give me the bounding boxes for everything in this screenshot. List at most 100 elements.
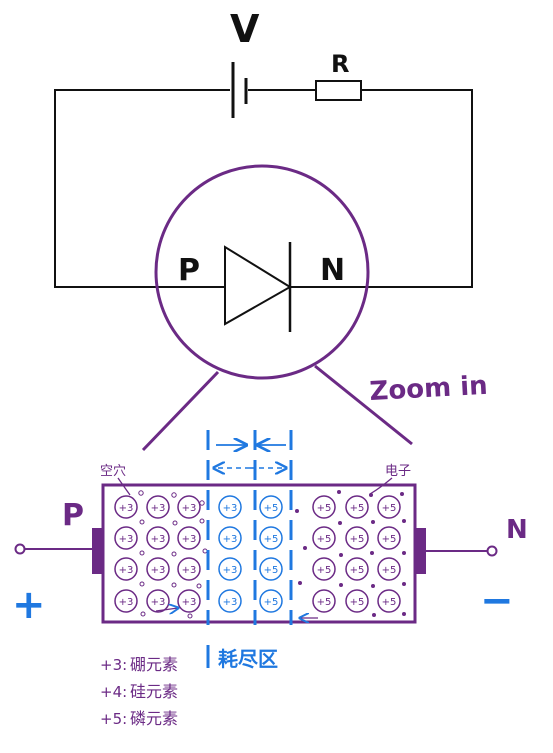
legend-code: +5: — [100, 710, 127, 728]
depletion-n-ion-label: +5 — [264, 534, 279, 545]
plus-sign: + — [12, 582, 46, 628]
p-ion-circle — [146, 589, 170, 613]
depletion-n-ion-label: +5 — [264, 597, 279, 608]
p-ion-label: +3 — [182, 503, 197, 514]
depletion-p-ion-circle — [218, 495, 242, 519]
circuit: V R P N Zoom in — [54, 7, 488, 452]
carrier-dots — [138, 490, 406, 619]
electron-dot — [339, 553, 343, 557]
hole-label: 空穴 — [100, 464, 126, 479]
depletion-n-ion-circle — [259, 526, 283, 550]
n-ion: +5 — [377, 495, 401, 519]
electron-dot — [295, 509, 299, 513]
legend-code: +4: — [100, 683, 127, 701]
electron-dot — [371, 584, 375, 588]
p-ion: +3 — [146, 589, 170, 613]
n-ion: +5 — [377, 526, 401, 550]
hole-dot — [139, 550, 145, 556]
n-ion: +5 — [312, 526, 336, 550]
circuit-wire-right — [360, 89, 473, 288]
n-ion-label: +5 — [317, 565, 332, 576]
depletion-p-ion: +3 — [218, 589, 242, 613]
depletion-n-ion-label: +5 — [264, 565, 279, 576]
p-ion-circle — [177, 526, 201, 550]
depletion-n-ion-circle — [259, 495, 283, 519]
n-ion-label: +5 — [350, 597, 365, 608]
n-ion-circle — [377, 589, 401, 613]
hole-dot — [196, 583, 202, 589]
n-lead-end — [486, 545, 498, 557]
n-ion: +5 — [345, 557, 369, 581]
p-ion: +3 — [114, 526, 138, 550]
depletion-p-ion-label: +3 — [223, 597, 238, 608]
n-ion-label: +5 — [382, 503, 397, 514]
hole-dot — [202, 548, 208, 554]
p-ion-circle — [146, 495, 170, 519]
n-ion-label: +5 — [382, 565, 397, 576]
source-label: V — [230, 7, 260, 51]
legend-element-name: 硼元素 — [130, 655, 178, 674]
p-ion: +3 — [114, 557, 138, 581]
zoom-circle — [154, 164, 370, 380]
depletion-p-ion: +3 — [218, 557, 242, 581]
hole-dot — [138, 490, 144, 496]
n-terminal-plate — [416, 528, 426, 574]
zoom-line-left — [141, 370, 220, 452]
n-ion-label: +5 — [382, 534, 397, 545]
depletion-p-ion-label: +3 — [223, 503, 238, 514]
hole-dot — [139, 519, 145, 525]
n-ion-label: +5 — [317, 503, 332, 514]
n-ion: +5 — [377, 557, 401, 581]
n-side-label: N — [506, 515, 528, 545]
n-ion: +5 — [345, 526, 369, 550]
hole-dot — [171, 551, 177, 557]
zoom-line-right — [314, 364, 413, 446]
p-ion-label: +3 — [182, 597, 197, 608]
n-ion-label: +5 — [350, 503, 365, 514]
n-ion-circle — [312, 526, 336, 550]
electron-dot — [400, 492, 404, 496]
electron-dot — [369, 493, 373, 497]
depletion-n-ion: +5 — [259, 526, 283, 550]
n-ion-label: +5 — [382, 597, 397, 608]
legend-element-name: 硅元素 — [130, 682, 178, 701]
p-ion: +3 — [177, 526, 201, 550]
p-ion-circle — [146, 526, 170, 550]
n-ion-circle — [345, 495, 369, 519]
depletion-p-ion-circle — [218, 589, 242, 613]
n-ion: +5 — [312, 589, 336, 613]
electron-label: 电子 — [385, 464, 411, 479]
p-ion-circle — [177, 495, 201, 519]
n-ion-label: +5 — [317, 597, 332, 608]
electron-pointer — [369, 477, 393, 495]
junction: P N + − 空穴 电子 +3+3+3+3+3+3+3+3+3+3+3+3+5… — [12, 430, 528, 671]
n-ion: +5 — [312, 495, 336, 519]
p-ion: +3 — [177, 495, 201, 519]
p-ion-circle — [114, 589, 138, 613]
p-ion-circle — [177, 589, 201, 613]
p-ion: +3 — [177, 557, 201, 581]
hole-dot — [199, 500, 205, 506]
depletion-n-ion-label: +5 — [264, 503, 279, 514]
p-ion: +3 — [177, 589, 201, 613]
depletion-n-ion: +5 — [259, 589, 283, 613]
diode-triangle — [224, 245, 292, 326]
p-ion-circle — [114, 495, 138, 519]
n-ion: +5 — [312, 557, 336, 581]
depletion-p-ion-circle — [218, 526, 242, 550]
resistor — [315, 80, 362, 101]
p-side-label: P — [62, 498, 84, 533]
electron-dot — [402, 612, 406, 616]
p-ion-label: +3 — [119, 597, 134, 608]
p-ion-label: +3 — [119, 534, 134, 545]
p-ion-label: +3 — [119, 503, 134, 514]
n-ion-label: +5 — [317, 534, 332, 545]
hole-dot — [171, 492, 177, 498]
diode-n-label: N — [320, 253, 345, 288]
depletion-n-ion: +5 — [259, 557, 283, 581]
depletion-n-ion: +5 — [259, 495, 283, 519]
p-ion-label: +3 — [151, 597, 166, 608]
p-ion-label: +3 — [119, 565, 134, 576]
electron-dot — [402, 582, 406, 586]
p-ion-circle — [114, 526, 138, 550]
